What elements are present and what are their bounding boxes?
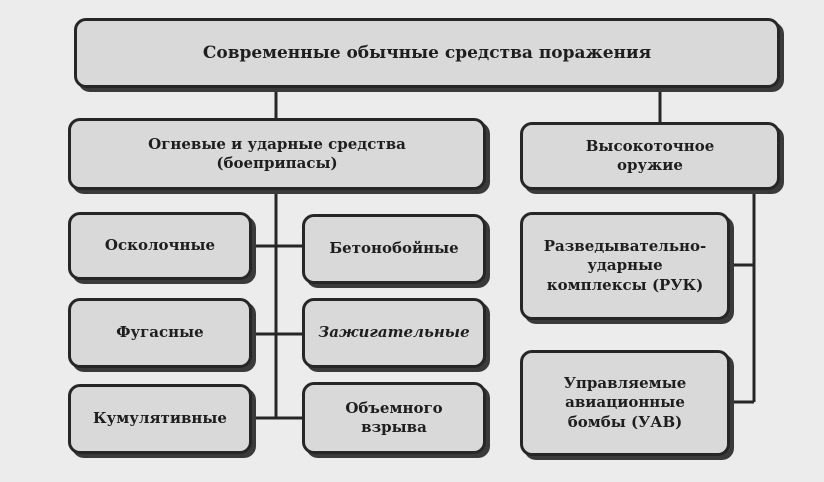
node-high-explosive: Фугасные (68, 298, 252, 368)
node-cumulative: Кумулятивные (68, 384, 252, 454)
node-recon-strike-complexes: Разведывательно- ударные комплексы (РУК) (520, 212, 730, 320)
root-node: Современные обычные средства поражения (74, 18, 780, 88)
node-fragmentation: Осколочные (68, 212, 252, 280)
node-incendiary: Зажигательные (302, 298, 486, 368)
node-guided-aerial-bombs: Управляемые авиационные бомбы (УАВ) (520, 350, 730, 456)
branch-precision-weapons: Высокоточное оружие (520, 122, 780, 190)
node-volume-explosion: Объемного взрыва (302, 382, 486, 454)
branch-fire-and-strike-weapons: Огневые и ударные средства (боеприпасы) (68, 118, 486, 190)
node-concrete-piercing: Бетонобойные (302, 214, 486, 284)
